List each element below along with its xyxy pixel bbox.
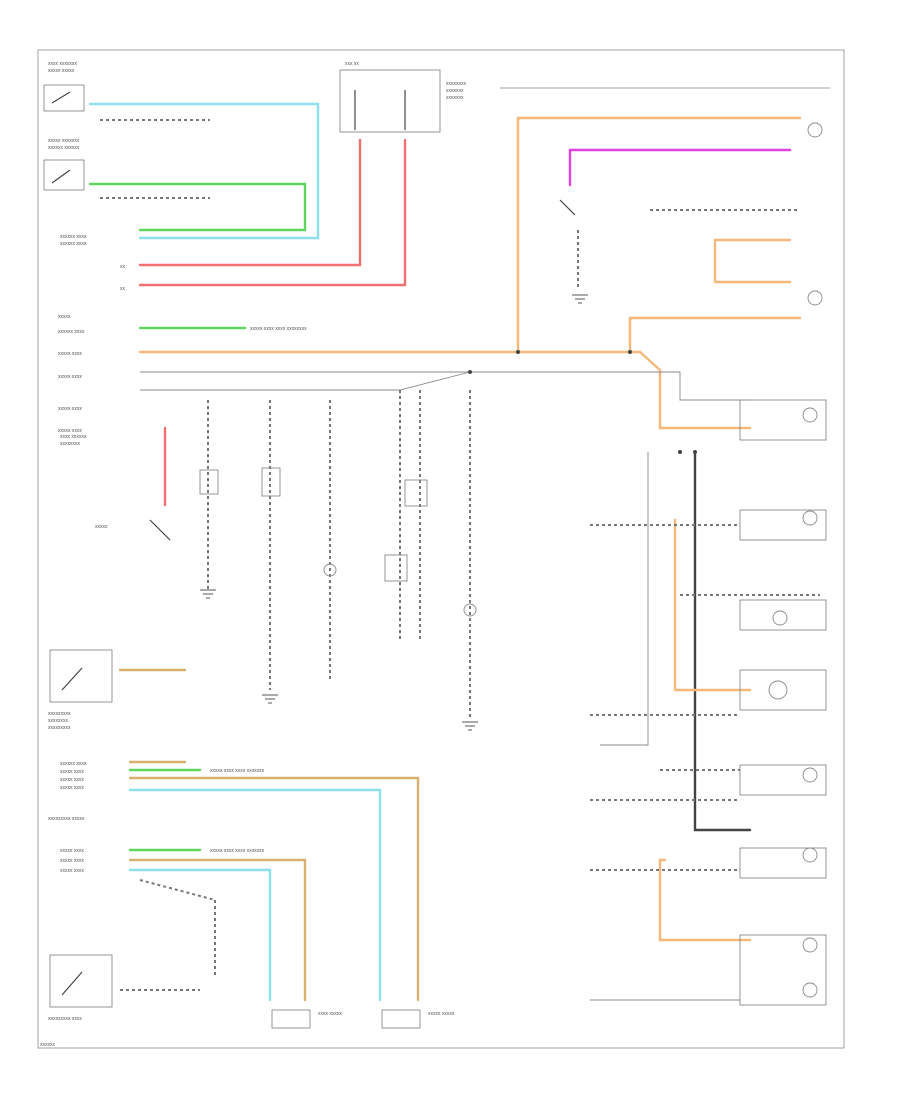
wire-gray-right-vertical [600,452,649,746]
svg-text:xxxxx xxxx: xxxxx xxxx [60,858,84,864]
ground-icon [200,294,588,731]
svg-text:xxxxxxxxx xxxxx: xxxxxxxxx xxxxx [48,816,85,822]
svg-text:xxxxxxxxx: xxxxxxxxx [48,711,71,717]
wire-orange-right-lamp [628,316,802,354]
wire-dash-lower-3 [139,879,216,901]
svg-text:xxxxxx xxxx: xxxxxx xxxx [60,761,87,767]
svg-text:xxxx xxxxx: xxxx xxxxx [318,1011,342,1017]
svg-text:xxxxx xxxx xxxx xxxxxxxx: xxxxx xxxx xxxx xxxxxxxx [250,326,307,332]
svg-text:xxxx xxxxxxx: xxxx xxxxxxx [48,61,77,67]
lamp-icon [199,467,477,617]
svg-text:xxxxxxx: xxxxxxx [446,95,464,101]
fuse-block: xxx xx xxxxxxxx xxxxxxx xxxxxxx [339,61,467,133]
svg-text:xxxxx xxxxx: xxxxx xxxxx [428,1011,455,1017]
wire-orange-down-right [638,350,752,430]
svg-text:xxxxx xxxx: xxxxx xxxx [58,374,82,380]
wire-orange-right-vertical [673,518,752,692]
svg-text:xxxxx xxxx: xxxxx xxxx [60,785,84,791]
passenger-mirror-switch: xxxxxxxxx xxxxxxxx xxxxxxxxx [48,649,113,731]
svg-text:xxxxx xxxx: xxxxx xxxx [60,848,84,854]
lower-connector-labels: xxxxxx xxxx xxxxx xxxx xxxxx xxxx xxxxx … [48,761,265,874]
wire-orange-bracket [713,238,792,284]
body-module-connector: xxxxxx xxxx xxxxxx xxxx xx xx xxxxx xxxx… [58,234,126,434]
svg-text:xxxxx xxxx: xxxxx xxxx [60,777,84,783]
svg-text:xxxxxxxx: xxxxxxxx [48,718,69,724]
wire-black-right-vertical [693,450,752,832]
wire-gray-bus-2 [140,371,471,391]
wire-red-2 [138,138,407,287]
wire-orange-right-bottom [658,858,752,942]
svg-text:xxxxxxxxx xxxx: xxxxxxxxx xxxx [48,1016,82,1022]
wire-cyan-mirror-1 [88,102,320,240]
svg-text:xxxxx xxxx: xxxxx xxxx [58,428,82,434]
diagram-border [37,49,845,1049]
svg-text:xxx xx: xxx xx [345,61,359,67]
wire-cyan-lower-2 [128,868,272,1002]
svg-text:xxxxxx xxxx: xxxxxx xxxx [58,329,85,335]
svg-text:xx: xx [120,264,126,270]
driver-mirror-switch: xxxxxxxxx xxxx [48,954,113,1022]
wire-red-1 [138,138,362,267]
wire-cyan-lower-1 [128,788,382,1002]
svg-text:xx: xx [120,286,126,292]
wire-gray-bus [140,371,750,401]
svg-text:xxxxx xxxx: xxxxx xxxx [60,769,84,775]
svg-text:xxxxxxxx: xxxxxxxx [60,441,81,447]
svg-text:xxxxx xxxx: xxxxx xxxx [58,351,82,357]
svg-text:xxxxxxxxx: xxxxxxxxx [48,725,71,731]
lamp-icon-top-2 [807,290,823,306]
right-lamp-switches [739,399,827,1006]
wire-tan-lower-3 [128,858,307,1002]
svg-text:xxxxx xxxxx: xxxxx xxxxx [48,68,75,74]
svg-text:xxxxx xxxx xxxx xxxxxxx: xxxxx xxxx xxxx xxxxxxx [210,768,265,774]
svg-text:xxxxx xxxx: xxxxx xxxx [60,868,84,874]
svg-text:xxxx xxxxxx: xxxx xxxxxx [60,434,87,440]
footer-code: xxxxxx [40,1042,56,1048]
lamp-icon-top-1 [807,122,823,138]
footwell-lamp-icon: xxxx xxxxx xxxxx xxxxx [271,1009,455,1029]
wire-green-mirror-2 [88,182,307,232]
switch-icon: xxxx xxxxxx xxxxxxxx xxxxx [60,434,171,541]
svg-text:xxxxxx xxxxxx: xxxxxx xxxxxx [48,145,80,151]
svg-text:xxxxxx xxxx: xxxxxx xxxx [60,241,87,247]
svg-text:xxxxxxx: xxxxxxx [446,88,464,94]
svg-text:xxxxxxxx: xxxxxxxx [446,81,467,87]
splice-icon [468,350,697,454]
svg-text:xxxxxx xxxx: xxxxxx xxxx [60,234,87,240]
switch-icon-top [559,199,576,216]
svg-text:xxxxx xxxx xxxx xxxxxxx: xxxxx xxxx xxxx xxxxxxx [210,848,265,854]
svg-text:xxxxx: xxxxx [58,314,71,320]
svg-text:xxxxx xxxx: xxxxx xxxx [58,406,82,412]
svg-text:xxxxx xxxxxxx: xxxxx xxxxxxx [48,138,80,144]
wire-orange-vertical-center [516,116,802,354]
right-mirror-switch: xxxxx xxxxxxx xxxxxx xxxxxx [43,138,85,191]
wire-magenta [568,148,792,187]
left-mirror-switch: xxxx xxxxxxx xxxxx xxxxx [43,61,85,112]
svg-text:xxxxx: xxxxx [95,524,108,530]
wire-tan-lower-2 [128,776,420,1002]
